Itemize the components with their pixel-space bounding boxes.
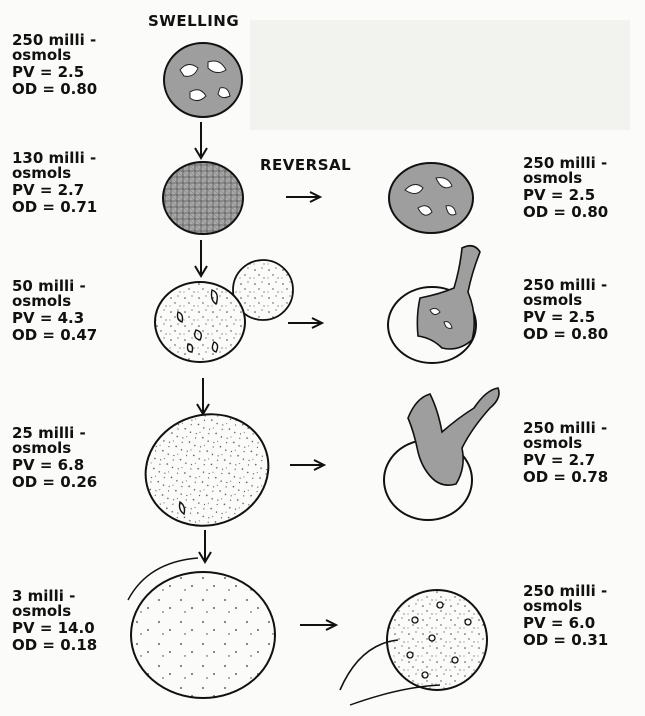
arrow-down-1 xyxy=(195,122,207,158)
arrow-down-3 xyxy=(197,378,209,414)
arrow-right-3 xyxy=(290,460,324,470)
mitochondrion-swelling-1 xyxy=(164,43,242,117)
mitochondrion-swelling-2 xyxy=(163,162,243,234)
arrow-right-2 xyxy=(288,318,322,328)
arrow-down-2 xyxy=(195,240,207,276)
paper-smudge xyxy=(250,20,630,130)
mitochondrion-reversal-4 xyxy=(340,590,487,705)
arrow-right-1 xyxy=(286,192,320,202)
mitochondrion-reversal-2 xyxy=(388,246,480,363)
arrow-right-4 xyxy=(300,620,336,630)
mitochondrion-swelling-4 xyxy=(131,399,283,542)
arrow-down-4 xyxy=(199,530,211,562)
mitochondrion-reversal-3 xyxy=(384,388,499,520)
mitochondrion-reversal-1 xyxy=(389,163,473,233)
mitochondrion-swelling-3 xyxy=(155,260,293,362)
mitochondrion-swelling-5 xyxy=(128,558,275,698)
